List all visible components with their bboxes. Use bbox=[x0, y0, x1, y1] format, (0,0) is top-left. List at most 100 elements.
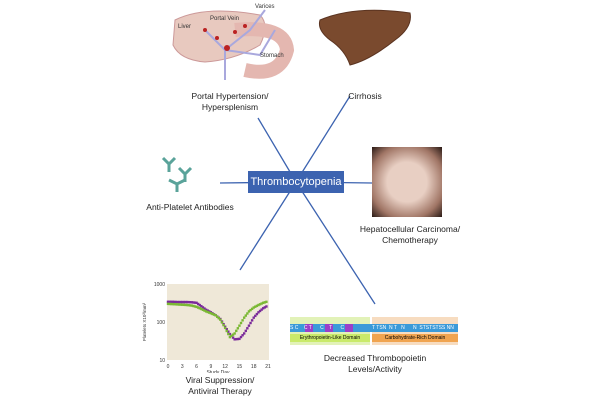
series-1-point bbox=[265, 300, 268, 304]
series-1-point bbox=[216, 315, 219, 318]
series-1-point bbox=[227, 332, 230, 336]
series-1-point bbox=[222, 323, 225, 327]
tpo-domain-diagram: S C C T C T C T TSN N T N N STSTSTSS NN … bbox=[290, 317, 458, 345]
antibodies-icon bbox=[161, 156, 193, 192]
series-0-point bbox=[179, 300, 182, 304]
series-0-point bbox=[258, 309, 262, 313]
series-0-point bbox=[244, 329, 247, 333]
varices-label: Varices bbox=[255, 4, 275, 10]
series-0-point bbox=[185, 300, 189, 304]
series-0-point bbox=[257, 311, 260, 314]
series-1-point bbox=[177, 303, 181, 306]
series-1-point bbox=[244, 314, 247, 317]
liver-label: Liver bbox=[178, 24, 191, 30]
series-0-point bbox=[200, 305, 203, 308]
series-0-point bbox=[182, 300, 186, 304]
series-0-point bbox=[263, 306, 267, 309]
series-0-point bbox=[192, 301, 195, 304]
series-1-point bbox=[242, 316, 246, 319]
x-tick-label: 0 bbox=[167, 364, 170, 370]
liver-portal-illustration: Liver Portal Vein Varices Stomach bbox=[172, 4, 295, 80]
series-1-point bbox=[179, 303, 182, 306]
series-1-point bbox=[190, 304, 194, 307]
series-1-point bbox=[239, 321, 243, 325]
series-1-point bbox=[203, 309, 206, 312]
series-0-point bbox=[260, 308, 263, 311]
plot-area bbox=[167, 284, 269, 360]
series-1-point bbox=[246, 312, 249, 315]
series-0-point bbox=[265, 305, 268, 308]
series-0-point bbox=[195, 301, 198, 305]
series-1-point bbox=[212, 313, 216, 316]
series-1-point bbox=[214, 314, 217, 317]
series-1-point bbox=[174, 303, 178, 306]
series-0-point bbox=[206, 309, 209, 312]
series-1-point bbox=[196, 306, 200, 309]
series-0-point bbox=[190, 301, 194, 304]
series-1-point bbox=[249, 308, 252, 312]
series-0-point bbox=[174, 300, 178, 304]
y-tick-label: 10 bbox=[159, 358, 165, 364]
series-1-point bbox=[211, 312, 214, 316]
x-tick-label: 6 bbox=[195, 364, 198, 370]
series-0-point bbox=[193, 301, 197, 304]
x-tick-label: 9 bbox=[209, 364, 212, 370]
series-0-point bbox=[168, 300, 171, 304]
portal-label: Portal Hypertension/Hypersplenism bbox=[191, 91, 269, 112]
series-1-point bbox=[184, 303, 187, 307]
antibodies-label: Anti-Platelet Antibodies bbox=[146, 202, 234, 212]
series-1-point bbox=[255, 304, 259, 308]
series-1-point bbox=[182, 303, 186, 307]
series-0-point bbox=[239, 335, 243, 339]
series-0-point bbox=[181, 300, 184, 304]
x-tick-label: 3 bbox=[181, 364, 184, 370]
series-1-point bbox=[200, 307, 203, 311]
series-1-point bbox=[247, 310, 251, 313]
series-1-point bbox=[262, 301, 265, 305]
series-1-point bbox=[236, 327, 240, 330]
series-0-point bbox=[241, 334, 244, 337]
series-0-point bbox=[235, 337, 238, 341]
series-1-point bbox=[181, 303, 184, 306]
stomach-label: Stomach bbox=[260, 53, 284, 59]
series-1-point bbox=[198, 307, 201, 310]
series-0-point bbox=[201, 306, 205, 309]
series-0-point bbox=[247, 324, 251, 327]
series-1-point bbox=[254, 305, 257, 308]
series-0-point bbox=[203, 307, 206, 310]
series-0-point bbox=[189, 301, 192, 304]
series-1-point bbox=[235, 329, 238, 333]
series-1-point bbox=[238, 324, 241, 327]
y-axis-label: Platelets X10³/mm³ bbox=[142, 302, 147, 341]
series-0-point bbox=[227, 330, 230, 333]
x-tick-label: 15 bbox=[237, 364, 243, 370]
erythropoietin-domain: Erythropoietin-Like Domain bbox=[290, 334, 370, 342]
series-1-point bbox=[223, 326, 227, 330]
series-1-point bbox=[217, 317, 220, 320]
y-tick-label: 1000 bbox=[154, 282, 165, 288]
series-1-point bbox=[231, 333, 235, 336]
series-0-point bbox=[250, 319, 254, 322]
series-1-point bbox=[173, 303, 176, 306]
series-0-point bbox=[231, 336, 235, 339]
series-1-point bbox=[169, 302, 173, 306]
series-1-point bbox=[187, 304, 190, 307]
series-1-point bbox=[168, 302, 171, 306]
viral-label: Viral Suppression/Antiviral Therapy bbox=[185, 375, 255, 396]
series-0-point bbox=[255, 312, 259, 316]
thrombocytopenia-box: Thrombocytopenia bbox=[248, 171, 344, 193]
series-0-point bbox=[225, 328, 228, 331]
series-0-point bbox=[187, 300, 190, 304]
series-1-point bbox=[193, 305, 197, 308]
series-1-point bbox=[171, 302, 174, 306]
series-0-point bbox=[262, 307, 265, 310]
series-1-point bbox=[257, 303, 260, 307]
series-1-point bbox=[208, 311, 211, 314]
x-tick-label: 12 bbox=[222, 364, 228, 370]
series-0-point bbox=[166, 300, 170, 304]
series-1-point bbox=[260, 302, 263, 305]
series-1-point bbox=[228, 335, 232, 339]
series-0-point bbox=[177, 300, 181, 304]
series-0-point bbox=[184, 300, 187, 304]
series-1-point bbox=[166, 302, 170, 306]
